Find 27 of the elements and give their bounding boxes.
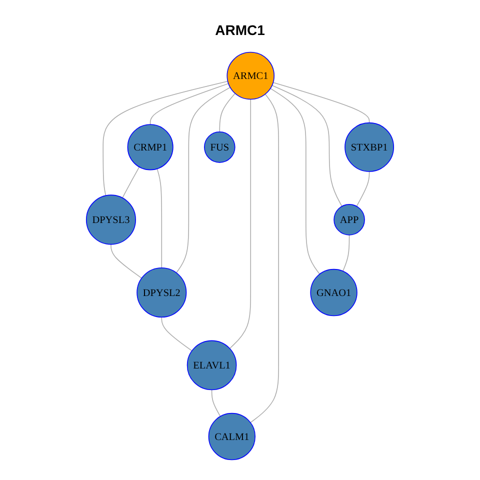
connector: [272, 85, 342, 207]
connector: [250, 94, 279, 423]
node-circle: STXBP1: [344, 122, 394, 172]
connector: [270, 88, 320, 274]
node-circle: DPYSL3: [86, 194, 136, 245]
node-circle: CALM1: [208, 412, 256, 460]
connector: [272, 82, 370, 124]
node-circle: ELAVL1: [186, 340, 237, 390]
node-circle: FUS: [204, 132, 236, 163]
node-circle: DPYSL2: [136, 268, 187, 318]
connector: [110, 244, 142, 279]
connector: [356, 171, 370, 207]
connector: [342, 234, 350, 272]
connector: [122, 166, 140, 198]
connector: [156, 168, 162, 268]
node-circle: CRMP1: [127, 124, 174, 170]
connector: [229, 98, 252, 349]
connector: [102, 80, 228, 196]
connector: [176, 87, 231, 274]
connector: [150, 83, 229, 125]
connector: [211, 389, 221, 417]
node-circle: GNAO1: [310, 268, 358, 316]
node-circle: APP: [334, 204, 365, 236]
node-circle: ARMC1: [226, 52, 274, 100]
connector: [161, 316, 192, 352]
connector: [219, 93, 236, 132]
diagram-title: ARMC1: [214, 22, 266, 40]
